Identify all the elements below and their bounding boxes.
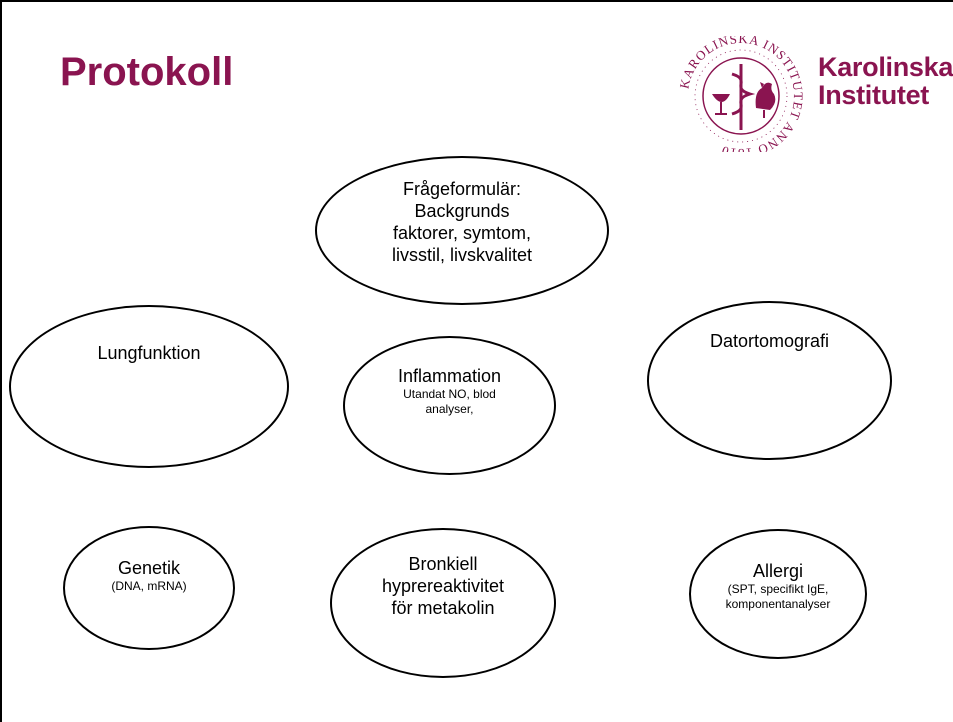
karolinska-logo: KAROLINSKA INSTITUTET ANNO 1810 Karolins… bbox=[674, 31, 953, 161]
ct-label: Datortomografi bbox=[709, 331, 830, 351]
bronchial-line-1: Bronkiell bbox=[408, 554, 478, 574]
questionnaire-line-4: livsstil, livskvalitet bbox=[391, 245, 533, 265]
allergy-label: Allergi bbox=[752, 561, 804, 581]
bronchial-line-2: hyprereaktivitet bbox=[381, 576, 505, 596]
logo-wordmark: Karolinska Institutet bbox=[818, 53, 953, 109]
node-ct: Datortomografi bbox=[647, 301, 892, 460]
questionnaire-line-3: faktorer, symtom, bbox=[392, 223, 532, 243]
lung-function-label: Lungfunktion bbox=[97, 343, 201, 363]
inflammation-label: Inflammation bbox=[397, 366, 502, 386]
ki-seal-icon: KAROLINSKA INSTITUTET ANNO 1810 bbox=[676, 31, 805, 161]
allergy-sub-2: komponentanalyser bbox=[725, 597, 831, 611]
bronchial-line-3: för metakolin bbox=[391, 598, 495, 618]
genetics-sub: (DNA, mRNA) bbox=[111, 579, 187, 593]
logo-line-1: Karolinska bbox=[818, 52, 953, 82]
node-lung-function: Lungfunktion bbox=[9, 305, 289, 468]
slide-title: Protokoll bbox=[60, 50, 234, 94]
node-questionnaire: Frågeformulär: Backgrunds faktorer, symt… bbox=[315, 156, 609, 305]
questionnaire-line-1: Frågeformulär: bbox=[402, 179, 522, 199]
logo-line-2: Institutet bbox=[818, 80, 929, 110]
genetics-label: Genetik bbox=[117, 558, 181, 578]
node-inflammation: Inflammation Utandat NO, blod analyser, bbox=[343, 336, 556, 475]
node-allergy: Allergi (SPT, specifikt IgE, komponentan… bbox=[689, 529, 867, 659]
inflammation-sub-2: analyser, bbox=[425, 402, 474, 416]
inflammation-sub-1: Utandat NO, blod bbox=[403, 387, 496, 401]
questionnaire-line-2: Backgrunds bbox=[414, 201, 510, 221]
allergy-sub-1: (SPT, specifikt IgE, bbox=[727, 582, 829, 596]
node-genetics: Genetik (DNA, mRNA) bbox=[63, 526, 235, 650]
node-bronchial: Bronkiell hyprereaktivitet för metakolin bbox=[330, 528, 556, 678]
